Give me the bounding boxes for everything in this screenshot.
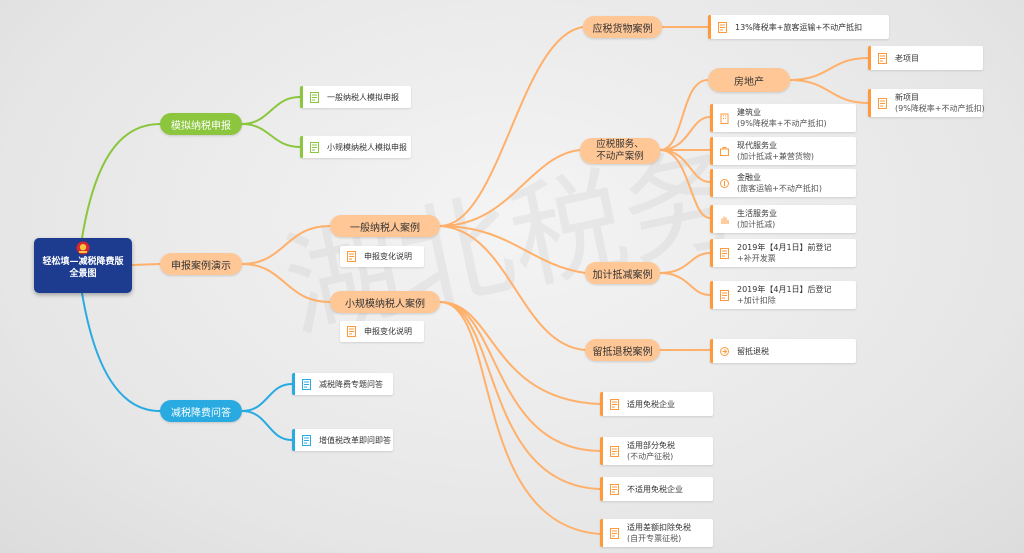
qa-icon [302, 434, 311, 446]
goods-case-node[interactable]: 应税货物案例 [583, 16, 662, 38]
modern-service-item[interactable]: 现代服务业(加计抵减+兼营货物) [710, 137, 856, 165]
document-icon [610, 445, 619, 457]
mock-general-item[interactable]: 一般纳税人模拟申报 [300, 86, 411, 108]
refund-case-node[interactable]: 留抵退税案例 [585, 339, 660, 361]
document-icon [720, 247, 729, 259]
small-item-non-exempt[interactable]: 不适用免税企业 [600, 477, 713, 501]
document-icon [610, 527, 619, 539]
document-icon [610, 483, 619, 495]
document-icon [718, 21, 727, 33]
form-icon [310, 91, 319, 103]
link-mock-b [241, 123, 301, 148]
small-item-partial[interactable]: 适用部分免税(不动产征税) [600, 437, 713, 465]
credit-before-item[interactable]: 2019年【4月1日】前登记+补开发票 [710, 239, 856, 267]
goods-item[interactable]: 13%降税率+旅客运输+不动产抵扣 [708, 15, 889, 39]
refund-icon [720, 346, 729, 356]
link-qa-a [241, 383, 293, 412]
emblem-icon [76, 241, 90, 255]
briefcase-icon [720, 146, 729, 156]
root-node[interactable]: 轻松填—减税降费版 全景图 [34, 238, 132, 293]
coin-icon [720, 178, 729, 188]
building-icon [720, 113, 729, 124]
credit-after-item[interactable]: 2019年【4月1日】后登记+加计扣除 [710, 281, 856, 309]
general-note[interactable]: 申报变化说明 [340, 246, 424, 267]
document-icon [878, 52, 887, 64]
general-case-node[interactable]: 一般纳税人案例 [330, 215, 440, 237]
qa-icon [302, 378, 311, 390]
link-qa-b [241, 410, 293, 441]
link-mock-a [241, 96, 301, 125]
qa-topic-item[interactable]: 减税降费专题问答 [292, 373, 393, 395]
link-root-demo [131, 263, 161, 266]
branch-qa[interactable]: 减税降费问答 [160, 400, 242, 422]
realestate-node[interactable]: 房地产 [708, 68, 790, 92]
small-item-exempt[interactable]: 适用免税企业 [600, 392, 713, 416]
hand-icon [721, 216, 729, 224]
qa-reform-item[interactable]: 增值税改革即问即答 [292, 429, 393, 451]
branch-demo[interactable]: 申报案例演示 [160, 253, 242, 275]
document-icon [347, 251, 356, 262]
document-icon [610, 398, 619, 410]
construction-item[interactable]: 建筑业(9%降税率+不动产抵扣) [710, 104, 856, 132]
realestate-new-item[interactable]: 新项目(9%降税率+不动产抵扣) [868, 89, 985, 117]
root-line1: 轻松填—减税降费版 [42, 257, 124, 267]
credit-case-node[interactable]: 加计抵减案例 [585, 262, 660, 284]
services-case-node[interactable]: 应税服务、不动产案例 [580, 138, 660, 164]
branch-mock[interactable]: 模拟纳税申报 [160, 113, 242, 135]
form-icon [310, 141, 319, 153]
root-line2: 全景图 [69, 269, 97, 279]
finance-item[interactable]: 金融业(旅客运输+不动产抵扣) [710, 169, 856, 197]
realestate-old-item[interactable]: 老项目 [868, 46, 983, 70]
life-service-item[interactable]: 生活服务业(加计抵减) [710, 205, 856, 233]
document-icon [347, 326, 356, 337]
refund-item[interactable]: 留抵退税 [710, 339, 856, 363]
small-case-node[interactable]: 小规模纳税人案例 [330, 291, 440, 313]
document-icon [720, 289, 729, 301]
link-root-qa [81, 292, 161, 412]
small-item-diff-deduct[interactable]: 适用差额扣除免税(自开专票征税) [600, 519, 713, 547]
small-note[interactable]: 申报变化说明 [340, 321, 424, 342]
mock-small-item[interactable]: 小规模纳税人模拟申报 [300, 136, 411, 158]
link-root-mock [81, 123, 161, 239]
document-icon [878, 97, 887, 109]
